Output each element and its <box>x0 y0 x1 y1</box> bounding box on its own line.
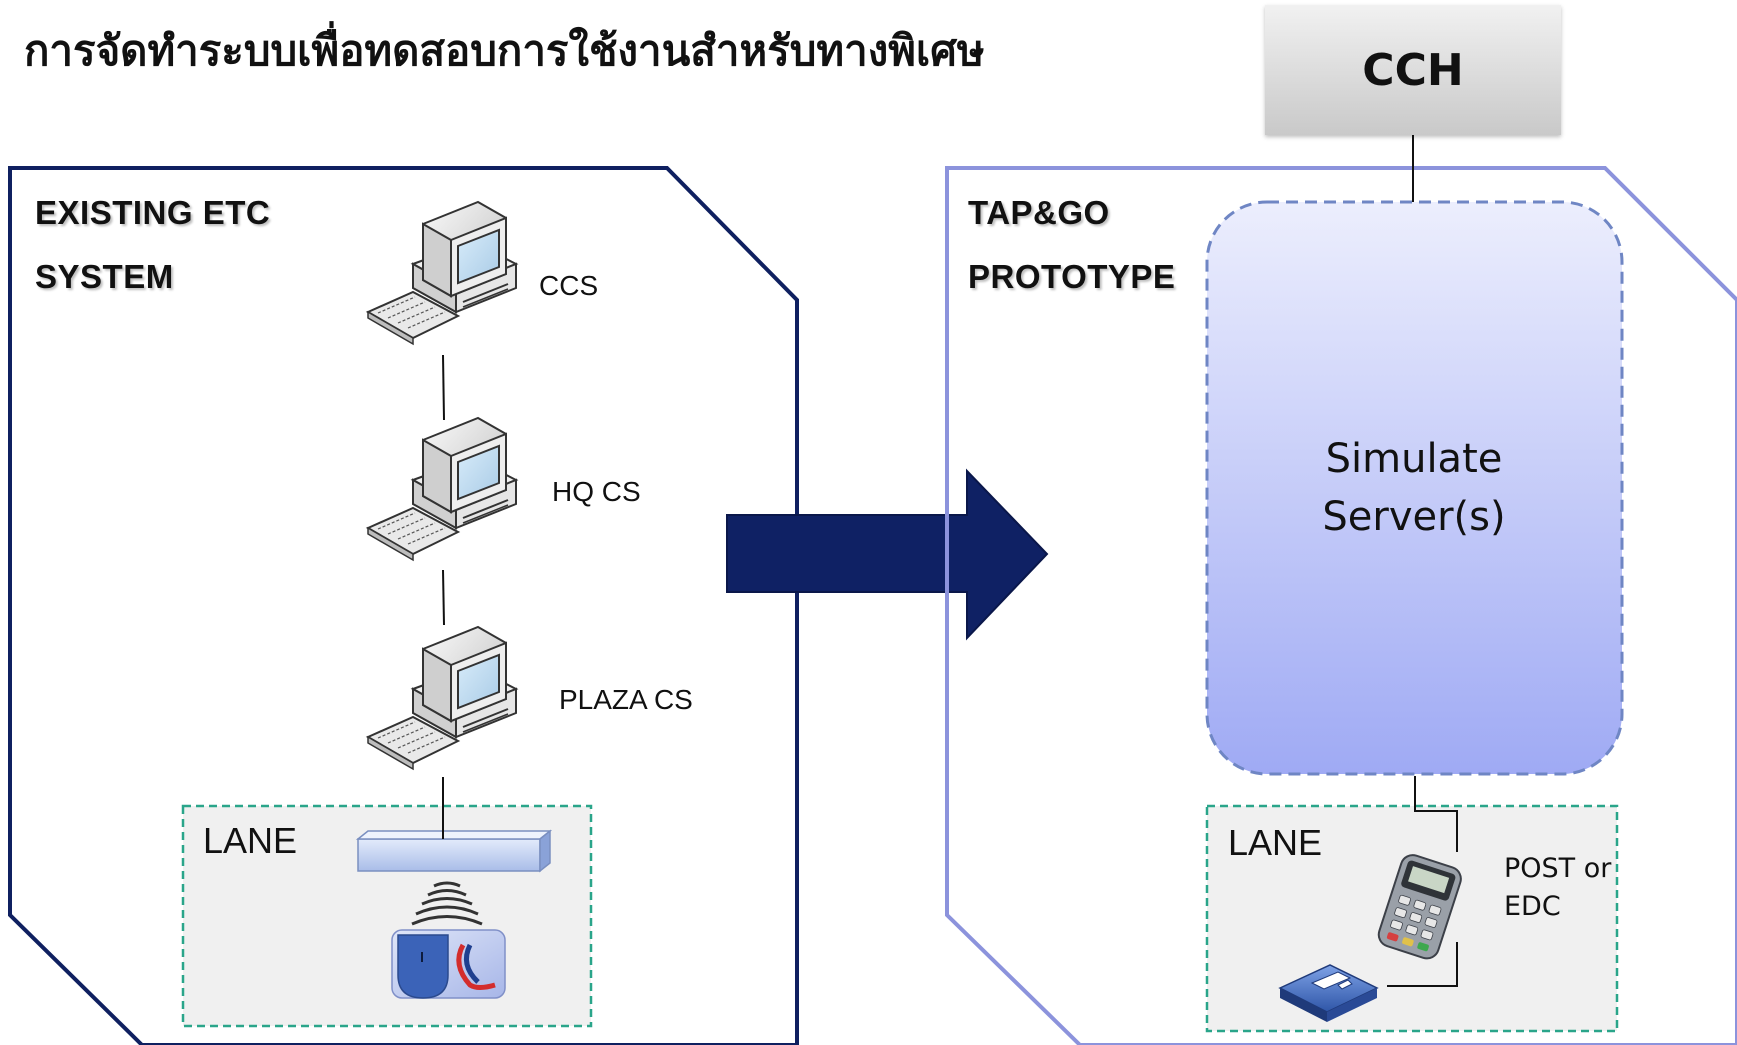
tapgo-label: TAP&GO <box>968 194 1110 231</box>
edc-label: POST or EDC <box>1504 850 1611 926</box>
edc-label-line2: EDC <box>1504 891 1561 922</box>
left-lane-label: LANE <box>203 820 298 861</box>
simulate-server-box <box>1205 200 1624 776</box>
server-edc-link <box>1414 776 1458 852</box>
cch-label: CCH <box>1362 44 1464 96</box>
card-reader-icon <box>1278 964 1379 1022</box>
ccs-label: CCS <box>539 270 599 301</box>
server-label-line1: Simulate <box>1325 436 1503 482</box>
transition-arrow <box>726 468 1049 641</box>
page-title: การจัดทำระบบเพื่อทดสอบการใช้งานสำหรับทาง… <box>24 26 985 75</box>
hq-cs-label: HQ CS <box>552 476 641 507</box>
payment-terminal-icon <box>1377 854 1462 960</box>
cch-box: CCH <box>1265 5 1561 135</box>
right-lane-label: LANE <box>1228 822 1323 863</box>
tapgo-label-prototype: PROTOTYPE <box>968 258 1176 295</box>
simulate-server-label: Simulate Server(s) <box>1210 430 1618 546</box>
rfid-reader-icon <box>355 777 553 873</box>
plaza-cs-computer-icon <box>367 626 517 770</box>
ccs-computer-icon <box>367 201 517 345</box>
existing-etc-label: EXISTING ETC <box>35 194 271 231</box>
edc-label-line1: POST or <box>1504 853 1612 884</box>
hq-plaza-link <box>442 569 445 626</box>
etc-card-icon <box>391 929 506 999</box>
hq-cs-computer-icon <box>367 417 517 561</box>
signal-waves-icon <box>411 881 483 926</box>
existing-etc-label-system: SYSTEM <box>35 258 174 295</box>
edc-reader-link <box>1387 942 1458 987</box>
server-label-line2: Server(s) <box>1322 494 1506 540</box>
tapgo-prototype-panel <box>945 166 1737 1045</box>
existing-etc-panel <box>8 166 799 1045</box>
ccs-hq-link <box>442 354 445 421</box>
plaza-cs-label: PLAZA CS <box>559 684 693 715</box>
